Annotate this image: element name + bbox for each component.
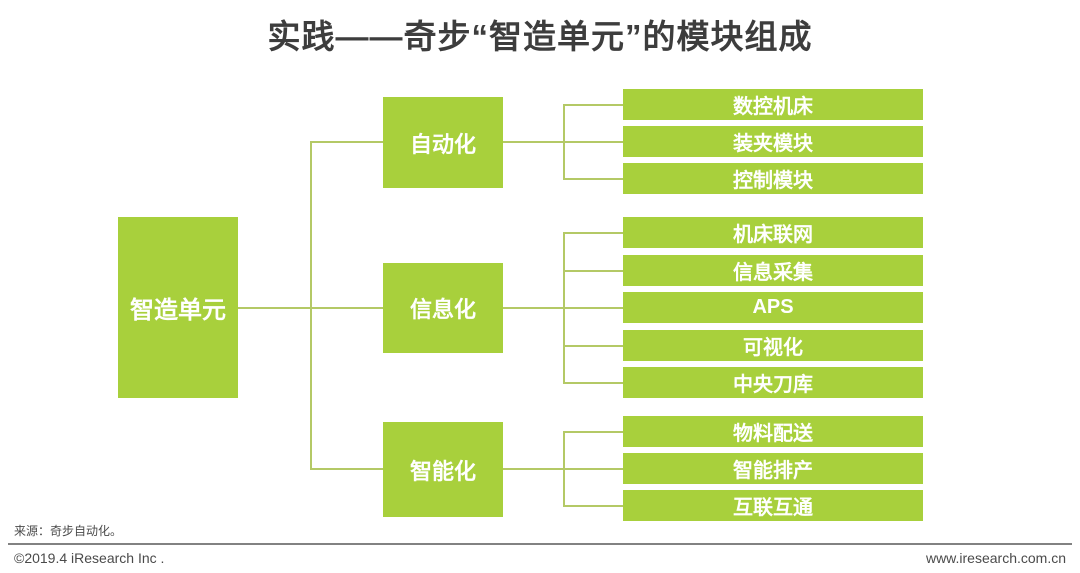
leaf-node: 互联互通 xyxy=(623,490,923,521)
source-note: 来源：奇步自动化。 xyxy=(14,524,123,538)
connector-line xyxy=(565,104,623,106)
connector-line xyxy=(310,141,312,470)
category-node-automation: 自动化 xyxy=(383,97,503,188)
leaf-node: 机床联网 xyxy=(623,217,923,248)
connector-line xyxy=(503,307,565,309)
connector-line xyxy=(565,232,623,234)
page-title: 实践——奇步“智造单元”的模块组成 xyxy=(267,18,813,55)
connector-line xyxy=(565,382,623,384)
connector-line xyxy=(565,468,623,470)
connector-line xyxy=(310,141,383,143)
leaf-node: 物料配送 xyxy=(623,416,923,447)
connector-line xyxy=(503,141,565,143)
leaf-node: 智能排产 xyxy=(623,453,923,484)
leaf-node: APS xyxy=(623,292,923,323)
connector-line xyxy=(563,431,565,507)
leaf-node: 信息采集 xyxy=(623,255,923,286)
connector-line xyxy=(565,345,623,347)
connector-line xyxy=(310,468,383,470)
leaf-node: 控制模块 xyxy=(623,163,923,194)
connector-line xyxy=(563,232,565,384)
connector-line xyxy=(565,178,623,180)
website-text: www.iresearch.com.cn xyxy=(925,550,1066,566)
connector-line xyxy=(563,104,565,180)
leaf-node: 装夹模块 xyxy=(623,126,923,157)
leaf-node: 中央刀库 xyxy=(623,367,923,398)
connector-line xyxy=(565,505,623,507)
footer-divider xyxy=(8,543,1072,545)
category-node-intelligence: 智能化 xyxy=(383,422,503,517)
root-node-smart-manufacturing-unit: 智造单元 xyxy=(118,217,238,398)
connector-line xyxy=(565,431,623,433)
connector-line xyxy=(565,270,623,272)
connector-line xyxy=(565,307,623,309)
connector-line xyxy=(503,468,565,470)
copyright-note: ©2019.4 iResearch Inc . xyxy=(14,550,165,566)
leaf-node: 可视化 xyxy=(623,330,923,361)
leaf-node: 数控机床 xyxy=(623,89,923,120)
category-node-informatization: 信息化 xyxy=(383,263,503,353)
connector-line xyxy=(565,141,623,143)
